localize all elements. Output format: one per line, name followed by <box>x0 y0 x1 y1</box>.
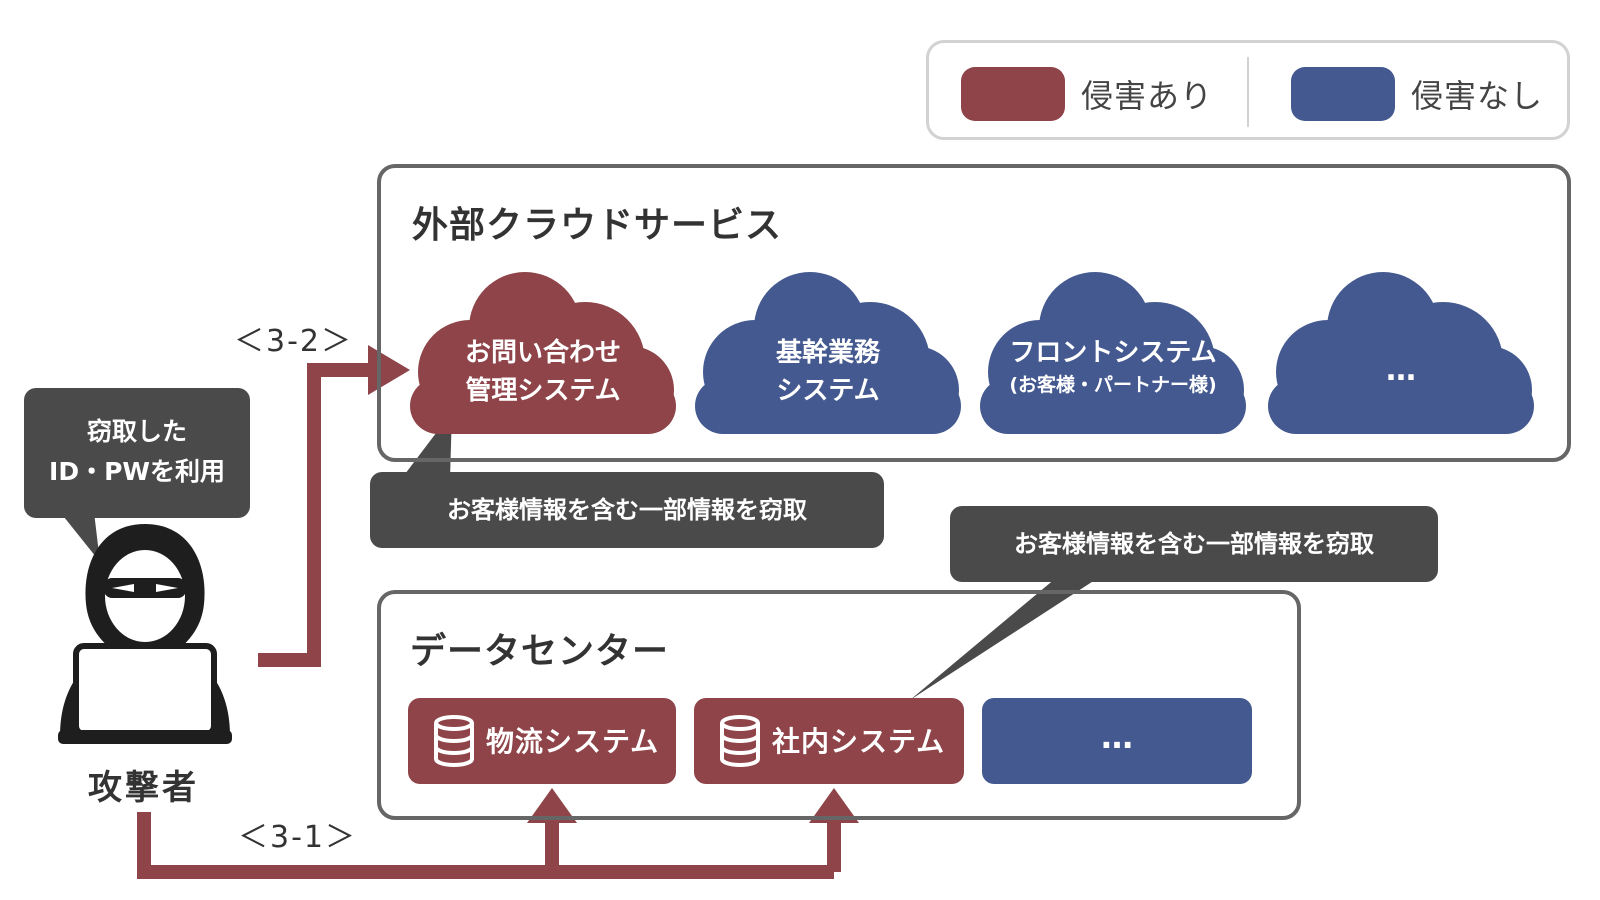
dc-label-internal: 社内システム <box>772 725 946 758</box>
arrow-to-cloud <box>258 363 378 667</box>
dc-block-logistics: 物流システム <box>408 698 676 784</box>
dc-block-internal: 社内システム <box>694 698 964 784</box>
speech-line1: 窃取した <box>86 417 187 446</box>
dc-label-logistics: 物流システム <box>486 725 660 758</box>
database-icon <box>720 715 760 767</box>
cloud-shape-front <box>980 272 1246 434</box>
arrow-to-datacenter <box>137 812 841 879</box>
arrow-head-logistics <box>527 788 577 823</box>
speech-line2: ID・PWを利用 <box>49 457 225 486</box>
cloud-core-line2: システム <box>776 376 880 406</box>
callout-tail-dc <box>910 578 1098 700</box>
cloud-front-line2: (お客様・パートナー様) <box>1009 374 1217 396</box>
legend: 侵害あり 侵害なし <box>926 40 1570 140</box>
attacker-label: 攻撃者 <box>88 768 199 808</box>
callout-cloud-theft: お客様情報を含む一部情報を窃取 <box>370 472 884 548</box>
legend-label-breached: 侵害あり <box>1081 77 1214 115</box>
legend-label-not-breached: 侵害なし <box>1411 77 1544 115</box>
legend-swatch-breached <box>961 67 1065 121</box>
cloud-inquiry-line1: お問い合わせ <box>464 338 621 368</box>
cloud-more-line1: … <box>1386 353 1416 388</box>
cloud-services-title: 外部クラウドサービス <box>412 205 783 246</box>
step-label-cloud: ＜3-2＞ <box>234 324 353 359</box>
dc-label-more: … <box>1101 718 1133 756</box>
step-label-datacenter: ＜3-1＞ <box>238 820 357 855</box>
speech-bubble-tail <box>60 512 100 562</box>
attacker-icon <box>58 524 232 744</box>
data-center-frame <box>377 590 1301 820</box>
cloud-core-system: 基幹業務 システム <box>695 334 961 410</box>
legend-divider <box>1247 57 1249 127</box>
cloud-services-frame <box>377 164 1571 462</box>
data-center-title: データセンター <box>410 631 670 672</box>
database-icon <box>434 715 474 767</box>
cloud-shape-inquiry <box>410 272 676 434</box>
legend-swatch-not-breached <box>1291 67 1395 121</box>
cloud-core-line1: 基幹業務 <box>775 338 880 368</box>
cloud-front-line1: フロントシステム <box>1009 338 1217 368</box>
cloud-shape-core <box>695 272 961 434</box>
cloud-front-system: フロントシステム (お客様・パートナー様) <box>980 334 1246 398</box>
cloud-inquiry-system: お問い合わせ 管理システム <box>410 334 676 410</box>
cloud-shape-more <box>1268 272 1534 434</box>
cloud-inquiry-line2: 管理システム <box>465 376 621 406</box>
dc-block-more: … <box>982 698 1252 784</box>
attacker-speech-bubble: 窃取した ID・PWを利用 <box>24 388 250 518</box>
arrow-head-internal <box>809 788 859 823</box>
cloud-more: … <box>1268 352 1534 390</box>
callout-dc-theft: お客様情報を含む一部情報を窃取 <box>950 506 1438 582</box>
